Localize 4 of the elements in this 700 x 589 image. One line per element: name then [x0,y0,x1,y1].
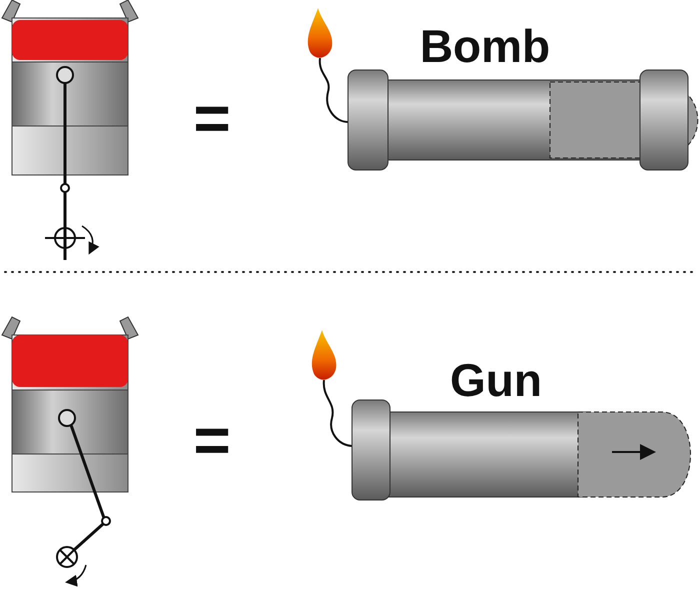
title-text: Gun [450,357,542,403]
equals-sign: = [193,86,231,150]
equals-sign: = [193,408,231,472]
title-text: Bomb [420,23,550,69]
